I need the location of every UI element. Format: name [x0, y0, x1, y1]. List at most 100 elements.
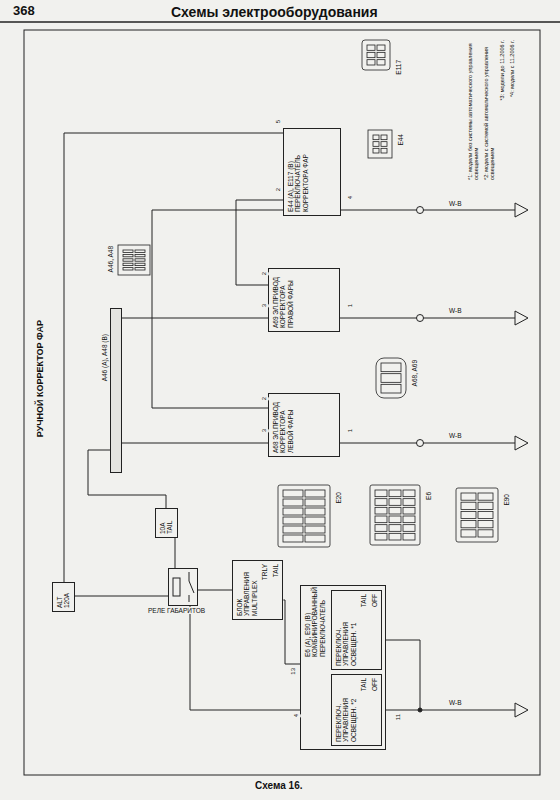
connector-icons — [118, 40, 498, 547]
pin-cavity — [461, 530, 476, 537]
pin-cavity — [381, 374, 401, 383]
node-heading: ПЕРЕКЛЮЧ. УПРАВЛЕНИЯ ОСВЕЩЕН. *2 — [335, 678, 357, 742]
pin-cavity — [478, 511, 493, 518]
connector-housing — [370, 485, 420, 545]
header-rule — [0, 21, 560, 23]
pin-cavity — [367, 60, 375, 65]
pin-number: 1 — [346, 304, 355, 307]
pin-number: 2 — [274, 188, 283, 191]
pin-cavity — [375, 516, 387, 523]
pin-cavity — [123, 254, 133, 256]
connector-housing — [456, 488, 498, 542]
pin-cavity — [478, 493, 493, 500]
pin-cavity — [305, 535, 325, 542]
ecu-box: БЛОК УПРАВЛЕНИЯ MULTIPLEXTRLYTAIL — [232, 560, 283, 620]
pin-cavity — [123, 268, 133, 270]
wire — [198, 590, 232, 591]
footnote: *3: модели до 11.2006 г. — [498, 40, 506, 101]
pin-cavity — [373, 142, 379, 147]
pin-cavity — [283, 517, 303, 524]
actuator-box: A68 ЭЛ.ПРИВОД КОРРЕКТОРА ЛЕВОЙ ФАРЫ — [268, 393, 340, 457]
relay-symbol — [169, 569, 197, 605]
node-text: TAIL — [360, 678, 367, 691]
connector-id: E6 — [424, 492, 433, 500]
pin-cavity — [283, 508, 303, 515]
connector-housing — [376, 358, 406, 398]
pin-cavity — [123, 250, 133, 252]
pin-number: 3 — [260, 429, 269, 432]
pin-cavity — [403, 490, 415, 497]
combination-switch: E6 (A), E90 (B) КОМБИНИРОВАННЫЙ ПЕРЕКЛЮЧ… — [300, 585, 386, 750]
actuator-box: A69 ЭЛ.ПРИВОД КОРРЕКТОРА ПРАВОЙ ФАРЫ — [268, 268, 340, 332]
pin-cavity — [403, 516, 415, 523]
node-text: OFF — [371, 678, 378, 691]
wire — [122, 443, 268, 444]
relay: РЕЛЕ ГАБАРИТОВ — [168, 568, 198, 606]
pin-cavity — [375, 507, 387, 514]
connector-housing — [118, 245, 150, 275]
pin-cavity — [377, 60, 385, 65]
pin-cavity — [403, 499, 415, 506]
pin-number: 5 — [274, 120, 283, 123]
switch-section: ПЕРЕКЛЮЧ. УПРАВЛЕНИЯ ОСВЕЩЕН. *2TAIL OFF — [331, 674, 382, 746]
pin-cavity — [377, 45, 385, 50]
pin-cavity — [283, 526, 303, 533]
pin-cavity — [305, 517, 325, 524]
diagram-title: РУЧНОЙ КОРРЕКТОР ФАР — [34, 320, 46, 437]
pin-cavity — [135, 259, 145, 261]
connector-housing — [278, 485, 330, 547]
connector-circle — [417, 207, 424, 214]
ground-symbol — [515, 203, 528, 217]
pin-cavity — [389, 490, 401, 497]
node-heading: A68 ЭЛ.ПРИВОД КОРРЕКТОРА ЛЕВОЙ ФАРЫ — [272, 397, 294, 453]
pin-number: 3 — [260, 304, 269, 307]
junction-dot — [418, 708, 422, 712]
pin-cavity — [367, 52, 375, 57]
ground-symbol — [515, 436, 528, 450]
switch-box: E44 (A), E117 (B) ПЕРЕКЛЮЧАТЕЛЬ КОРРЕКТО… — [283, 128, 341, 216]
connector-id: E90 — [502, 494, 511, 506]
pin-cavity — [461, 511, 476, 518]
pin-cavity — [283, 490, 303, 497]
pin-number: 11 — [394, 714, 403, 720]
pin-cavity — [375, 533, 387, 540]
pin-number: 2 — [260, 272, 269, 275]
footnote: *2: модели с системой автоматического уп… — [482, 40, 497, 180]
pin-cavity — [389, 533, 401, 540]
pin-cavity — [381, 384, 401, 393]
connector-circle — [417, 315, 424, 322]
junction-connector: A46 (A), A48 (B) — [110, 308, 122, 473]
pin-number: 1 — [346, 429, 355, 432]
connector-circle — [417, 440, 424, 447]
pin-cavity — [381, 363, 401, 372]
connector-id: A46, A48 — [106, 246, 115, 272]
pin-cavity — [461, 521, 476, 528]
wire-color: W-B — [448, 307, 463, 314]
pin-cavity — [403, 525, 415, 532]
node-heading: A69 ЭЛ.ПРИВОД КОРРЕКТОРА ПРАВОЙ ФАРЫ — [272, 272, 294, 328]
relay-contact — [189, 572, 194, 602]
node-heading: 10A TAIL — [159, 512, 174, 534]
pin-cavity — [389, 516, 401, 523]
node-text: OFF — [371, 594, 378, 607]
pin-cavity — [373, 148, 379, 153]
pin-cavity — [381, 142, 387, 147]
pin-cavity — [135, 250, 145, 252]
pin-cavity — [478, 521, 493, 528]
fuse: ALT 120A — [52, 582, 75, 612]
pin-cavity — [403, 507, 415, 514]
pin-cavity — [381, 135, 387, 140]
connector-id: E117 — [394, 60, 403, 75]
node-heading: БЛОК УПРАВЛЕНИЯ MULTIPLEX — [236, 564, 258, 616]
wire — [175, 538, 176, 568]
pin-cavity — [305, 499, 325, 506]
node-heading: E44 (A), E117 (B) ПЕРЕКЛЮЧАТЕЛЬ КОРРЕКТО… — [287, 132, 309, 212]
connector-id: E44 — [396, 134, 405, 146]
node-heading: A46 (A), A48 (B) — [101, 334, 108, 381]
node-text: TRLY — [261, 564, 268, 580]
pin-number: 13 — [289, 668, 298, 675]
pin-cavity — [135, 268, 145, 270]
node-heading: ALT 120A — [56, 586, 71, 608]
pin-cavity — [373, 135, 379, 140]
